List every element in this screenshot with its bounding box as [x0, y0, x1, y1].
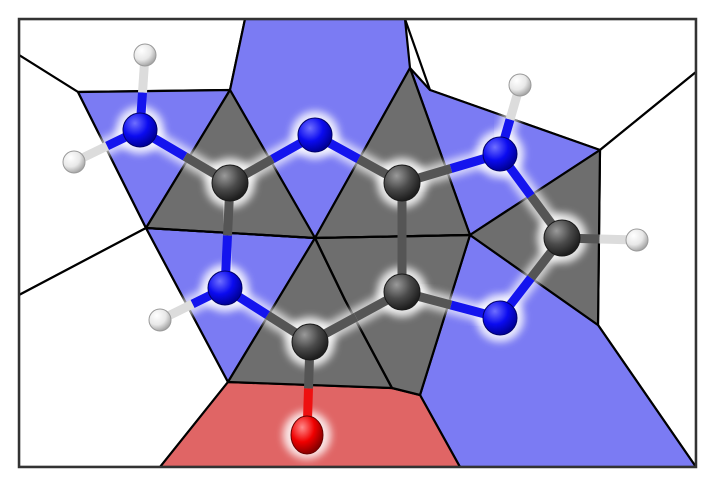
atom-n1: [207, 270, 243, 306]
atom-c8: [543, 219, 581, 257]
atom-h8: [625, 228, 649, 252]
atom-n7: [482, 300, 518, 336]
frame-border: [17, 17, 698, 469]
atom-c5: [383, 273, 421, 311]
voronoi-edge: [314, 237, 346, 301]
atom-h2b: [62, 150, 86, 174]
atom-c6: [291, 323, 329, 361]
voronoi-edge: [314, 233, 471, 240]
atom-h1: [148, 308, 172, 332]
atom-h9: [508, 73, 532, 97]
atom-n2: [122, 112, 158, 148]
atom-o6: [290, 415, 324, 455]
atom-c2: [211, 164, 249, 202]
atom-n3: [297, 117, 333, 153]
atom-n9: [482, 136, 518, 172]
molecule-atoms: [62, 43, 649, 455]
atom-c4: [383, 164, 421, 202]
atom-h2a: [133, 43, 157, 67]
